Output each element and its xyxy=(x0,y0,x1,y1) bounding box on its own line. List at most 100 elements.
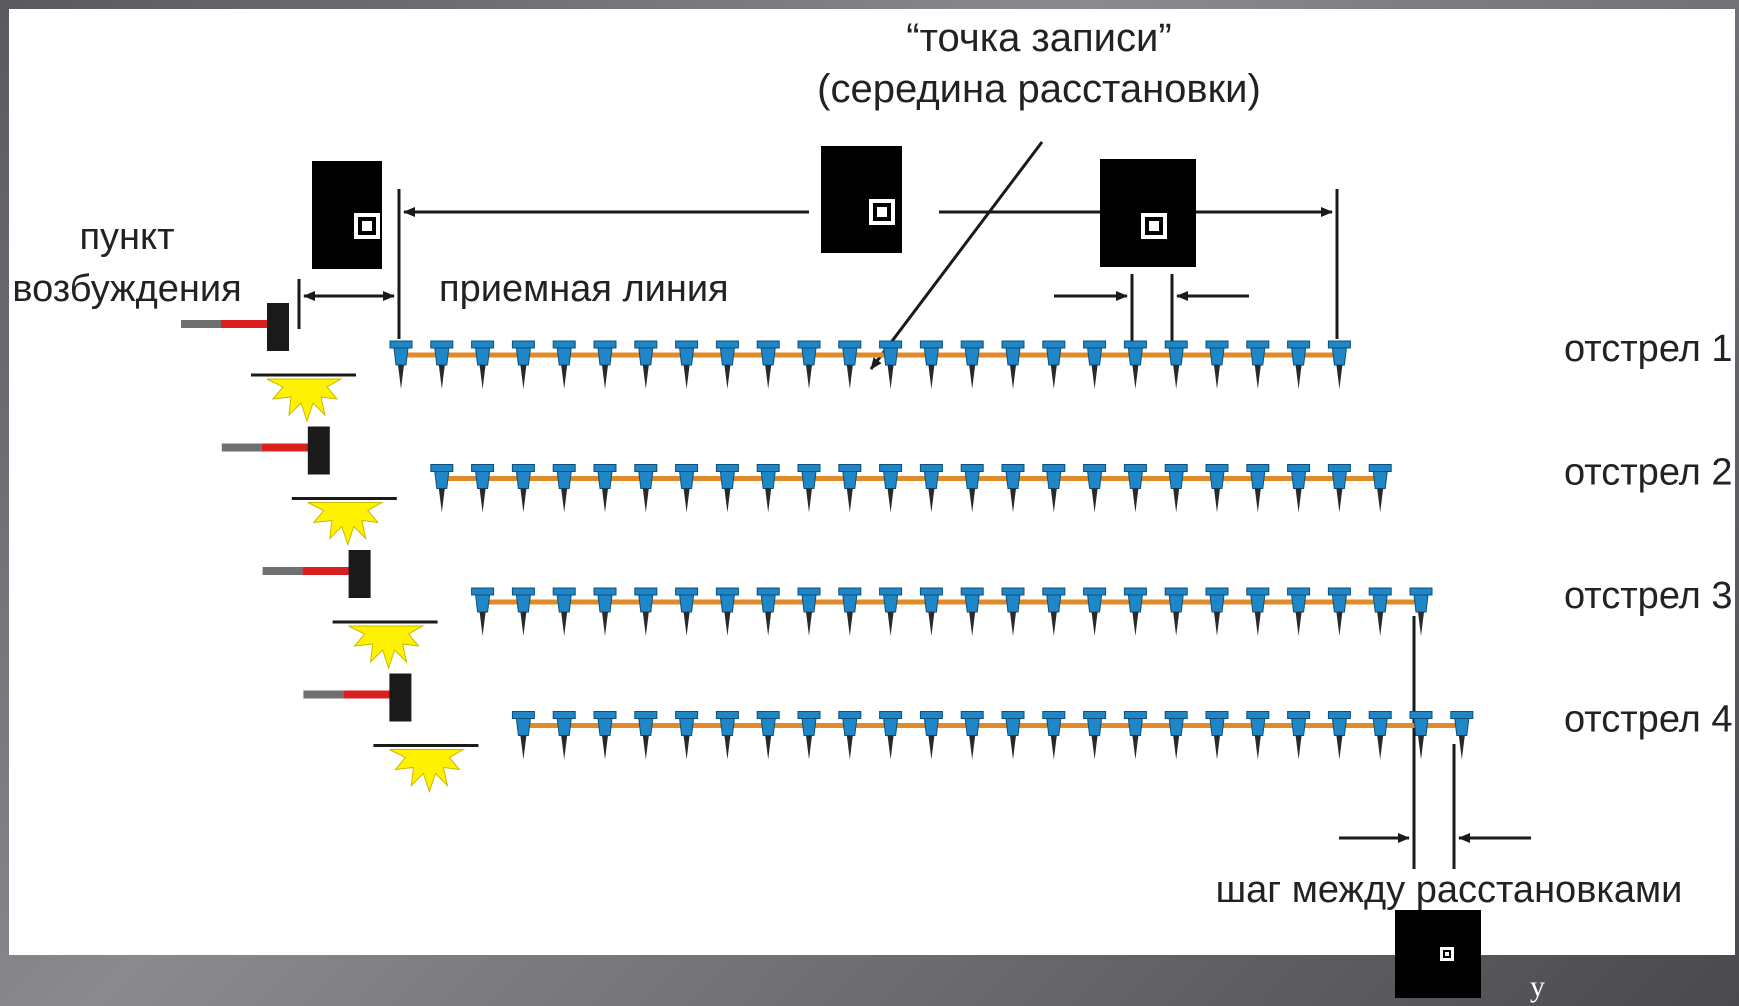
geophone-icon xyxy=(1123,340,1147,389)
geophone-icon xyxy=(1205,464,1229,513)
geophone-icon xyxy=(511,587,535,636)
black-square-marker-icon xyxy=(312,161,382,269)
geophone-icon xyxy=(756,464,780,513)
recording-point-title-line2: (середина расстановки) xyxy=(817,67,1261,111)
geophone-icon xyxy=(1450,711,1474,760)
geophone-icon xyxy=(1327,711,1351,760)
geophone-icon xyxy=(797,340,821,389)
geophone-icon xyxy=(593,587,617,636)
geophone-icon xyxy=(593,464,617,513)
geophone-icon xyxy=(1368,464,1392,513)
geophone-icon xyxy=(1246,464,1270,513)
geophone-icon xyxy=(1164,587,1188,636)
shot-label-1: отстрел 1 xyxy=(1564,328,1733,370)
geophone-icon xyxy=(1042,464,1066,513)
geophone-icon xyxy=(797,711,821,760)
geophone-icon xyxy=(838,340,862,389)
spread-row-4: отстрел 4 xyxy=(303,673,1733,794)
sledgehammer-icon xyxy=(262,550,438,624)
geophone-icon xyxy=(1205,587,1229,636)
geophone-icon xyxy=(838,711,862,760)
geophone-icon xyxy=(1246,587,1270,636)
spread-row-2: отстрел 2 xyxy=(221,426,1733,547)
geophone-icon xyxy=(471,464,495,513)
geophone-icon xyxy=(1287,587,1311,636)
geophone-icon xyxy=(1123,711,1147,760)
geophone-icon xyxy=(1042,340,1066,389)
geophone-icon xyxy=(797,587,821,636)
geophone-icon xyxy=(1368,711,1392,760)
geophone-icon xyxy=(1287,464,1311,513)
geophone-icon xyxy=(1123,587,1147,636)
geophone-icon xyxy=(634,587,658,636)
geophone-icon xyxy=(1327,340,1351,389)
geophone-icon xyxy=(593,340,617,389)
slide: “точка записи” (середина расстановки) пу… xyxy=(9,9,1735,955)
footer-character: у xyxy=(1530,970,1545,1003)
geophone-icon xyxy=(960,587,984,636)
geophone-icon xyxy=(715,711,739,760)
geophone-icon xyxy=(1246,711,1270,760)
geophone-icon xyxy=(1368,587,1392,636)
footer-marker xyxy=(1395,910,1481,998)
geophone-icon xyxy=(919,464,943,513)
geophone-icon xyxy=(552,340,576,389)
impact-flash-icon xyxy=(348,625,425,670)
geophone-icon xyxy=(471,587,495,636)
geophone-icon xyxy=(879,340,903,389)
geophone-icon xyxy=(1164,340,1188,389)
geophone-icon xyxy=(511,340,535,389)
geophone-icon xyxy=(1001,587,1025,636)
geophone-icon xyxy=(1246,340,1270,389)
geophone-icon xyxy=(552,711,576,760)
geophone-icon xyxy=(675,587,699,636)
receiver-line-dimension xyxy=(297,141,1531,869)
spread-row-1: отстрел 1 xyxy=(181,303,1733,423)
geophone-icon xyxy=(879,711,903,760)
geophone-icon xyxy=(715,464,739,513)
geophone-icon xyxy=(389,340,413,389)
recording-point-title-line1: “точка записи” xyxy=(906,16,1171,60)
geophone-icon xyxy=(552,587,576,636)
source-label-line1: пункт xyxy=(79,216,174,258)
black-square-marker-icon xyxy=(821,146,902,253)
geophone-icon xyxy=(1205,340,1229,389)
step-between-spreads-label: шаг между расстановками xyxy=(1216,869,1683,911)
receiver-line-label: приемная линия xyxy=(439,268,729,310)
geophone-icon xyxy=(1083,464,1107,513)
geophone-icon xyxy=(1327,587,1351,636)
geophone-icon xyxy=(919,340,943,389)
geophone-icon xyxy=(1409,711,1433,760)
source-label-line2: возбуждения xyxy=(12,268,241,310)
geophone-icon xyxy=(1123,464,1147,513)
geophone-icon xyxy=(838,587,862,636)
impact-flash-icon xyxy=(389,749,466,794)
geophone-icon xyxy=(1287,340,1311,389)
geophone-icon xyxy=(960,464,984,513)
geophone-icon xyxy=(511,464,535,513)
geophone-icon xyxy=(1083,340,1107,389)
geophone-icon xyxy=(715,340,739,389)
geophone-icon xyxy=(593,711,617,760)
geophone-icon xyxy=(1164,464,1188,513)
geophone-icon xyxy=(1042,711,1066,760)
geophone-icon xyxy=(960,711,984,760)
geophone-icon xyxy=(838,464,862,513)
geophone-icon xyxy=(1083,711,1107,760)
geophone-icon xyxy=(1205,711,1229,760)
geophone-icon xyxy=(1164,711,1188,760)
spread-row-3: отстрел 3 xyxy=(262,550,1733,670)
geophone-icon xyxy=(634,711,658,760)
shot-label-4: отстрел 4 xyxy=(1564,699,1733,741)
geophone-icon xyxy=(430,340,454,389)
geophone-icon xyxy=(797,464,821,513)
geophone-icon xyxy=(511,711,535,760)
geophone-icon xyxy=(430,464,454,513)
geophone-icon xyxy=(756,340,780,389)
geophone-icon xyxy=(1001,340,1025,389)
black-square-marker-icon xyxy=(1395,910,1481,998)
geophone-icon xyxy=(1001,464,1025,513)
geophone-icon xyxy=(919,587,943,636)
black-square-marker-icon xyxy=(1100,159,1196,267)
